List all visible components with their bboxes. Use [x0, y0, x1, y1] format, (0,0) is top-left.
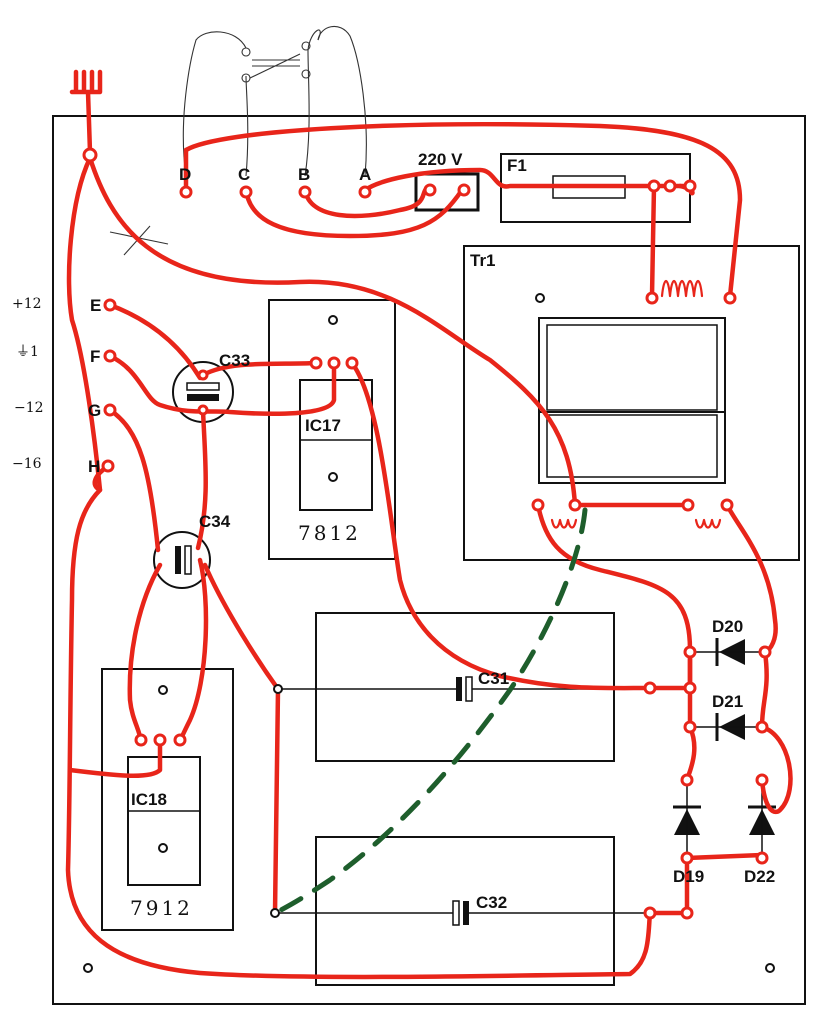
mounting-holes [83, 293, 775, 973]
dashed-green-wire [272, 507, 588, 916]
red-wiring [65, 69, 793, 980]
ic17-label: IC17 [305, 416, 341, 435]
c32-box [315, 836, 615, 986]
d20-label: D20 [712, 617, 743, 636]
c34-capacitor [153, 531, 211, 589]
rail-h-note: −16 [12, 456, 42, 472]
pencil-switch-sketch [109, 25, 367, 256]
transformer-label: Tr1 [470, 251, 496, 270]
fuse-label: F1 [507, 156, 527, 175]
reg2-part-label: 7912 [130, 896, 193, 920]
terminal-a-label: A [359, 165, 371, 184]
diode-d19 [673, 780, 701, 858]
c33-label: C33 [219, 351, 250, 370]
reg1-part-label: 7812 [298, 521, 361, 545]
terminal-h-label: H [88, 457, 100, 476]
rail-g-note: −12 [14, 400, 44, 416]
ic18-body [127, 756, 201, 886]
ic17-mount [268, 299, 396, 560]
d22-label: D22 [744, 867, 775, 886]
c34-label: C34 [199, 512, 231, 531]
terminal-d-label: D [179, 165, 191, 184]
terminal-c-label: C [238, 165, 250, 184]
terminal-b-label: B [298, 165, 310, 184]
terminal-f-label: F [90, 347, 100, 366]
transformer-core [538, 317, 726, 484]
mains-label: 220 V [418, 150, 463, 169]
diode-d20 [690, 638, 765, 666]
rail-f-note: ⏚1 [16, 344, 39, 360]
solder-pads [82, 147, 772, 920]
ic18-mount [101, 668, 234, 931]
diode-d21 [690, 713, 765, 741]
rail-e-note: +12 [12, 296, 42, 312]
terminal-e-label: E [90, 296, 101, 315]
transformer-box [463, 245, 800, 561]
board-outline [52, 115, 806, 1005]
d21-label: D21 [712, 692, 743, 711]
ic18-label: IC18 [131, 790, 167, 809]
d19-label: D19 [673, 867, 704, 886]
terminal-g-label: G [88, 401, 101, 420]
c32-label: C32 [476, 893, 507, 912]
c31-label: C31 [478, 669, 509, 688]
